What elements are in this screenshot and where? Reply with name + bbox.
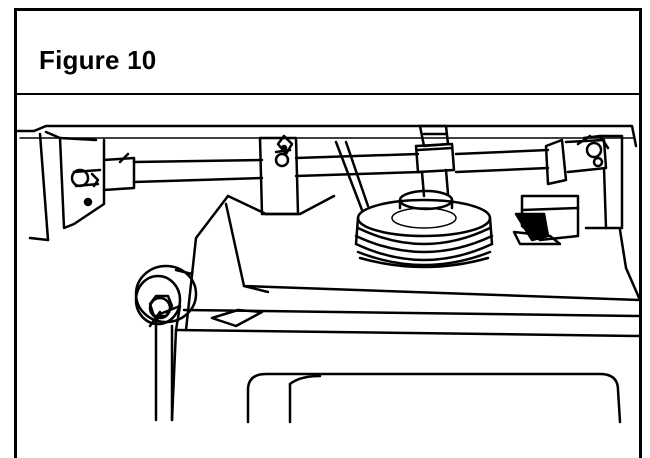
figure-title: Figure 10 <box>39 45 157 75</box>
support-post <box>154 304 182 422</box>
title-divider <box>17 93 639 95</box>
right-bracket <box>544 134 624 230</box>
platform-deck <box>184 194 642 332</box>
belt <box>334 140 370 212</box>
middle-bracket <box>258 134 300 216</box>
ceiling-edge <box>16 124 638 148</box>
left-bracket <box>28 130 106 242</box>
lower-cabinet <box>174 308 642 424</box>
stepped-pulley <box>354 189 494 269</box>
roller-wheel <box>134 264 198 328</box>
vertical-shaft <box>414 124 456 198</box>
small-motor <box>512 194 580 246</box>
drive-rod <box>102 148 550 192</box>
